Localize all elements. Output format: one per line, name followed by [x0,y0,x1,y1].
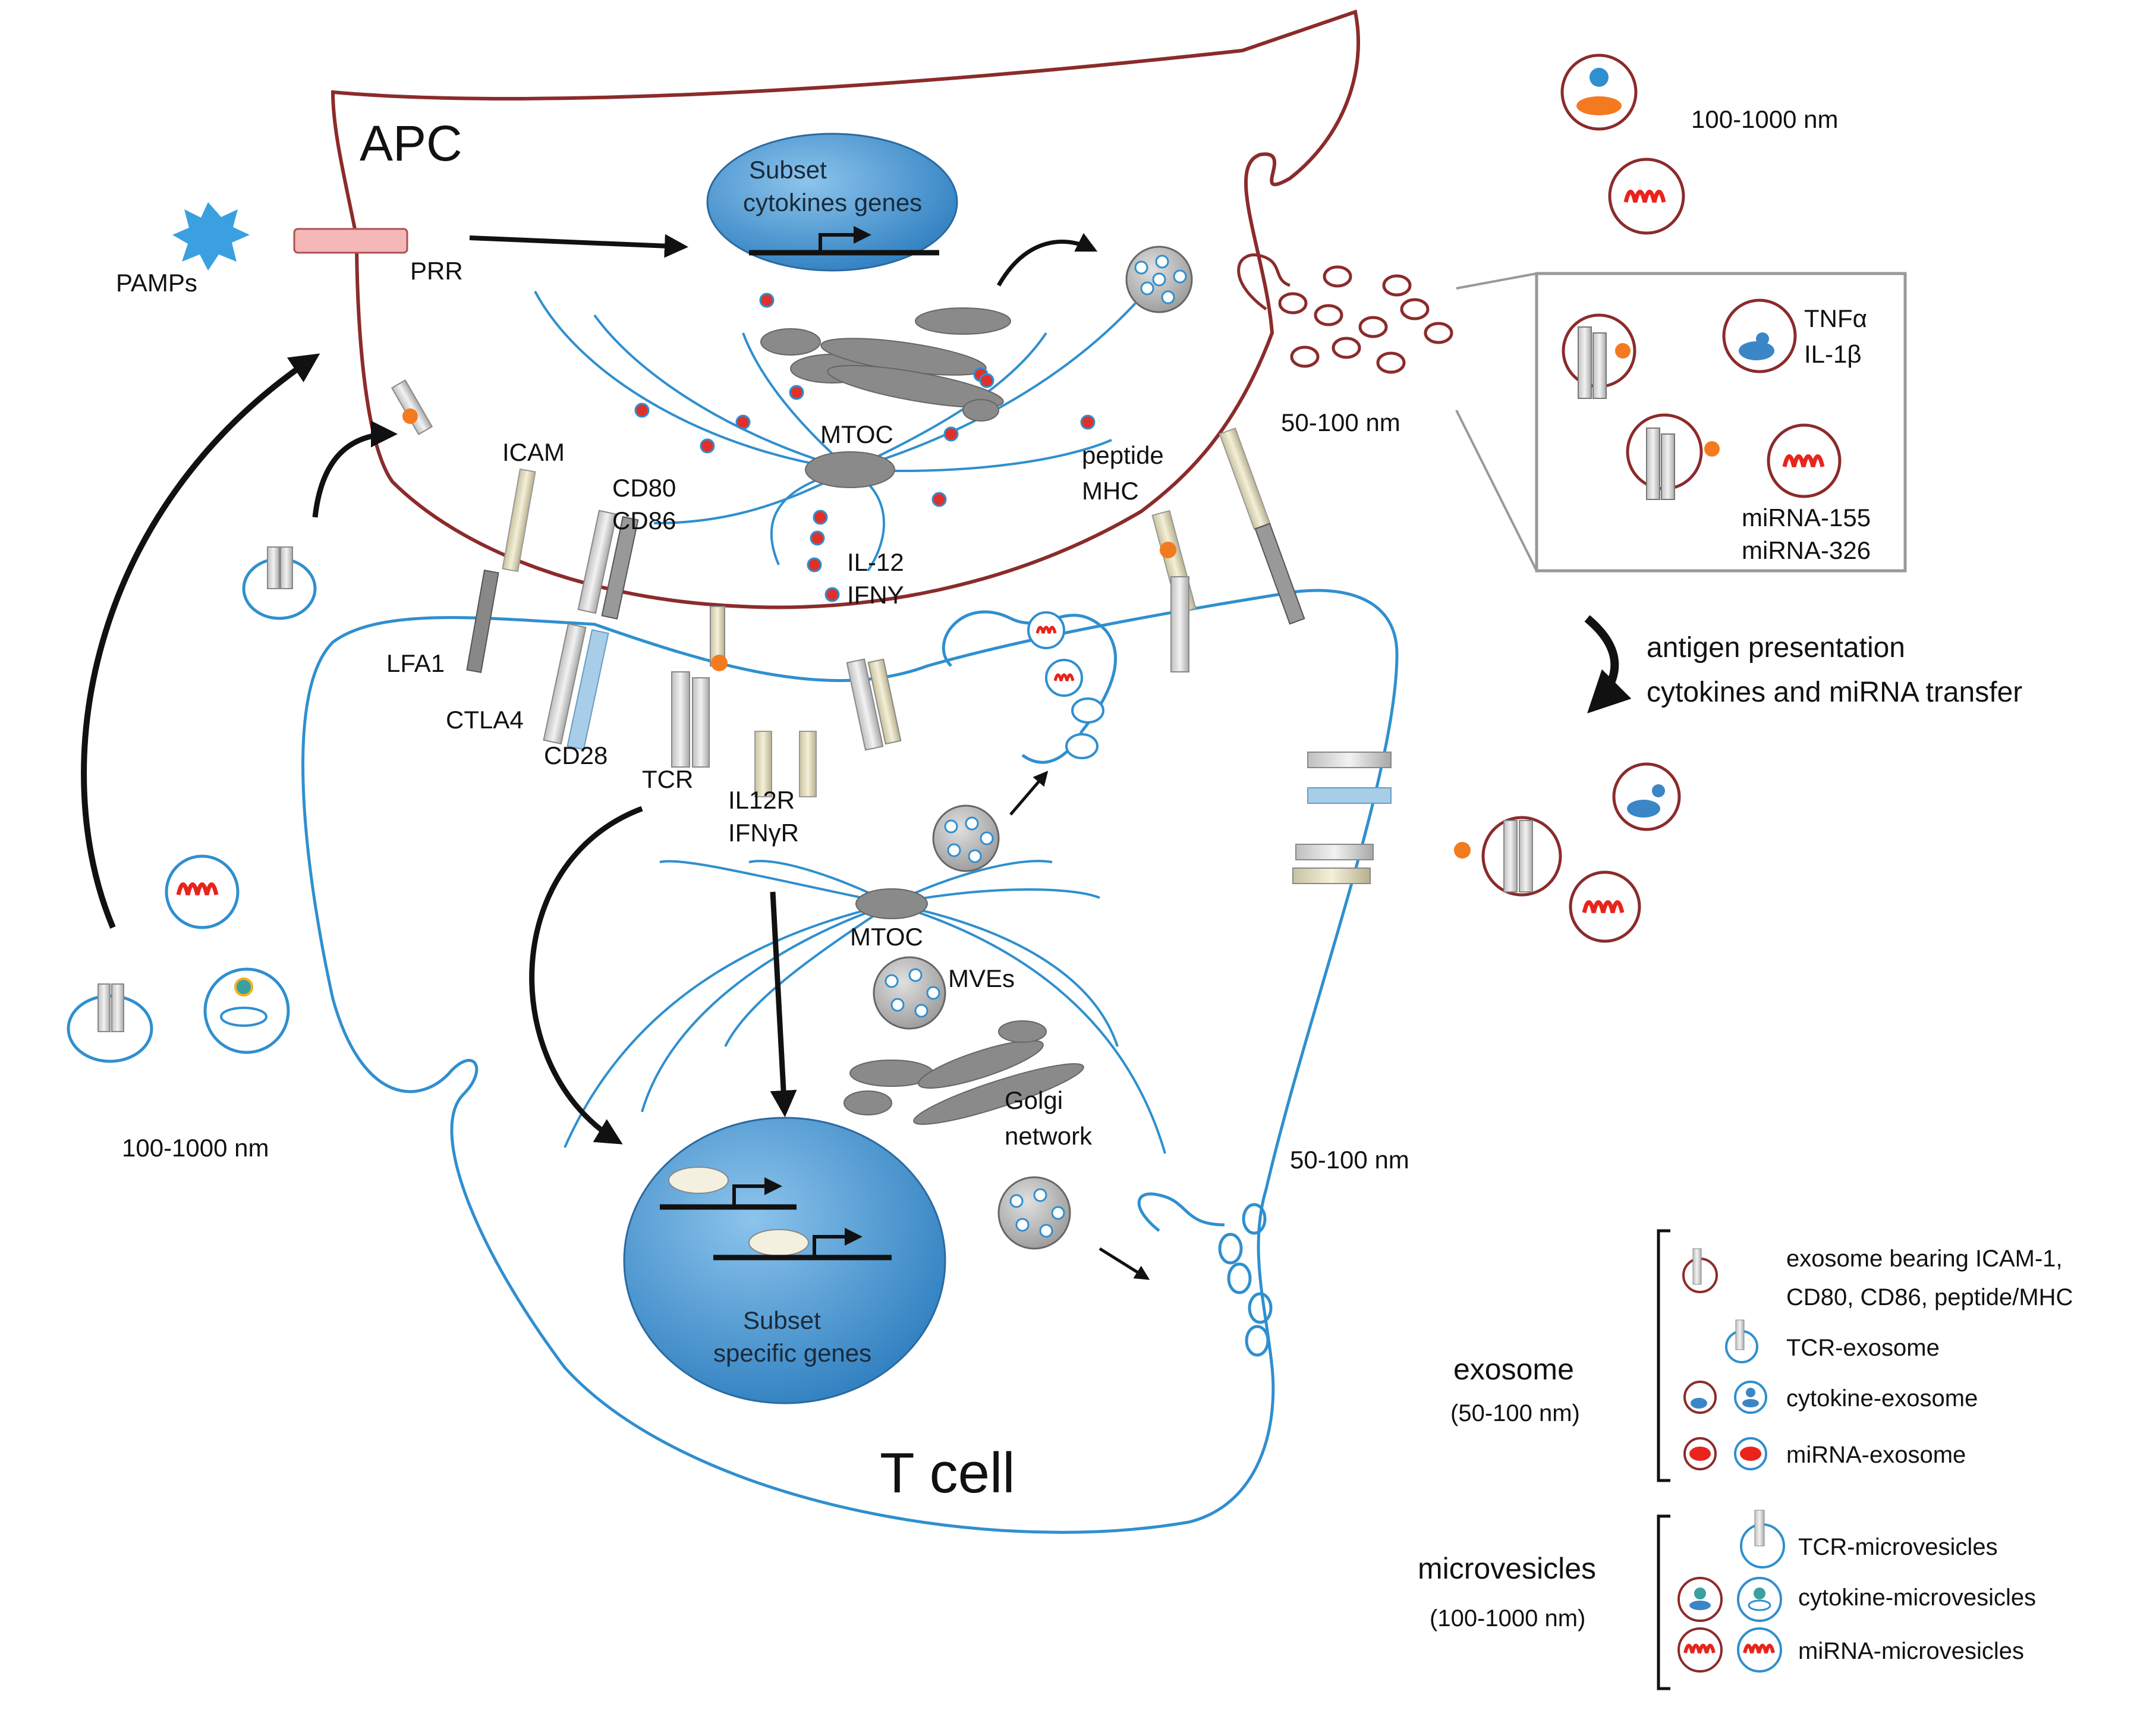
cd28-label: CD28 [544,741,608,769]
apc-budding-exosomes [1237,253,1453,374]
apc-mve [1125,246,1193,313]
apc-membrane [331,10,1361,609]
legend-microvesicles-title: microvesicles [1418,1552,1596,1585]
tcell-nucleus: Subset specific genes [623,1117,946,1404]
tcell-label: T cell [880,1441,1015,1505]
tcell-mve-2 [997,1176,1071,1250]
tcell-mtoc [855,888,928,919]
apc-exosome-size-label: 50-100 nm [1281,408,1400,436]
tcell-mve [873,956,946,1030]
legend-mv-item-0: TCR-microvesicles [1798,1534,1998,1560]
tcr-label: TCR [642,765,693,793]
pamps-label: PAMPs [116,269,197,297]
prr-label: PRR [410,257,463,285]
legend-mv-item-1: cytokine-microvesicles [1798,1585,2036,1611]
top-right-microvesicles [1560,54,1685,235]
apc-golgi [760,307,1011,422]
icam-label: ICAM [502,438,565,466]
mve-secretion-arrow [1099,1247,1150,1280]
mhc-label: MHC [1082,477,1139,505]
legend-exo-item-2: TCR-exosome [1786,1335,1940,1361]
legend-exo-item-4: miRNA-exosome [1786,1442,1966,1468]
tcell-budding-exosomes [1137,1192,1273,1357]
tcell-membrane [301,589,1399,1534]
il12-label: IL-12 [847,548,904,576]
legend-exosome-title: exosome [1453,1353,1574,1386]
apc-mtoc-label: MTOC [820,420,893,448]
ifnyr-label: IFNγR [728,819,799,847]
il12r-label: IL12R [728,786,795,814]
subset-cytokines-label-1: Subset [749,156,827,184]
synapse-receptors [391,379,1392,884]
subset-cytokines-label-2: cytokines genes [743,188,922,216]
tnfa-label: TNFα [1804,304,1867,332]
peptide-label: peptide [1082,441,1164,469]
legend-exo-item-0: exosome bearing ICAM-1, [1786,1246,2063,1272]
exosome-zoom-box: TNFα IL-1β miRNA-155 miRNA-326 [1455,272,1907,573]
synapse-exosome-pocket [942,610,1117,764]
cytokine-receptor-signal-arrow [770,891,797,1117]
legend: exosome (50-100 nm) exosome bearing ICAM… [1418,1229,2073,1690]
golgi-label-2: network [1005,1122,1093,1150]
transfer-label-2: cytokines and miRNA transfer [1647,677,2022,708]
golgi-label-1: Golgi [1005,1086,1063,1114]
apc-cell: APC [331,10,1361,609]
subset-specific-label-2: specific genes [713,1339,871,1367]
legend-microvesicles-size: (100-1000 nm) [1430,1605,1585,1632]
tcell-mve-upper [932,804,1000,872]
legend-exosome-size: (50-100 nm) [1450,1400,1580,1426]
transfer-arrow [1584,615,1632,713]
legend-exo-item-3: cytokine-exosome [1786,1385,1978,1412]
apc-mtoc [805,451,895,488]
transfer-label-1: antigen presentation [1647,632,1905,664]
exosome-binding-arrow [312,420,398,518]
tcell: T cell [301,589,1399,1534]
cd86-label: CD86 [612,507,676,535]
mirna155-label: miRNA-155 [1742,504,1871,532]
prr-signal-arrow [469,234,688,258]
apc-nucleus: Subset cytokines genes [706,133,958,272]
secretion-arrow-apc [996,232,1098,287]
cd80-label: CD80 [612,474,676,502]
lfa1-label: LFA1 [386,649,445,677]
left-vesicles [67,546,317,1063]
apc-label: APC [360,115,462,171]
tcell-mtoc-label: MTOC [850,923,923,951]
mves-label: MVEs [948,964,1015,992]
apc-cytokine-granules [634,293,1096,602]
ctla4-label: CTLA4 [446,706,524,734]
subset-specific-label-1: Subset [743,1306,821,1334]
left-size-label: 100-1000 nm [122,1134,269,1162]
top-right-size-label: 100-1000 nm [1691,105,1839,133]
legend-mv-item-2: miRNA-microvesicles [1798,1638,2024,1664]
legend-exo-item-1: CD80, CD86, peptide/MHC [1786,1284,2073,1310]
il1b-label: IL-1β [1804,340,1862,368]
mve-upper-arrow [1009,771,1049,816]
mirna326-label: miRNA-326 [1742,536,1871,564]
tcr-signal-arrow [529,806,643,1145]
right-transferred-vesicles [1454,762,1681,943]
ifny-label: IFNY [847,581,904,609]
vesicle-uptake-arrow [81,353,320,929]
tcell-exosome-size-label: 50-100 nm [1290,1146,1409,1174]
pamps-burst-icon [172,202,250,271]
tcell-golgi [843,1020,1084,1125]
prr-receptor [293,228,408,254]
